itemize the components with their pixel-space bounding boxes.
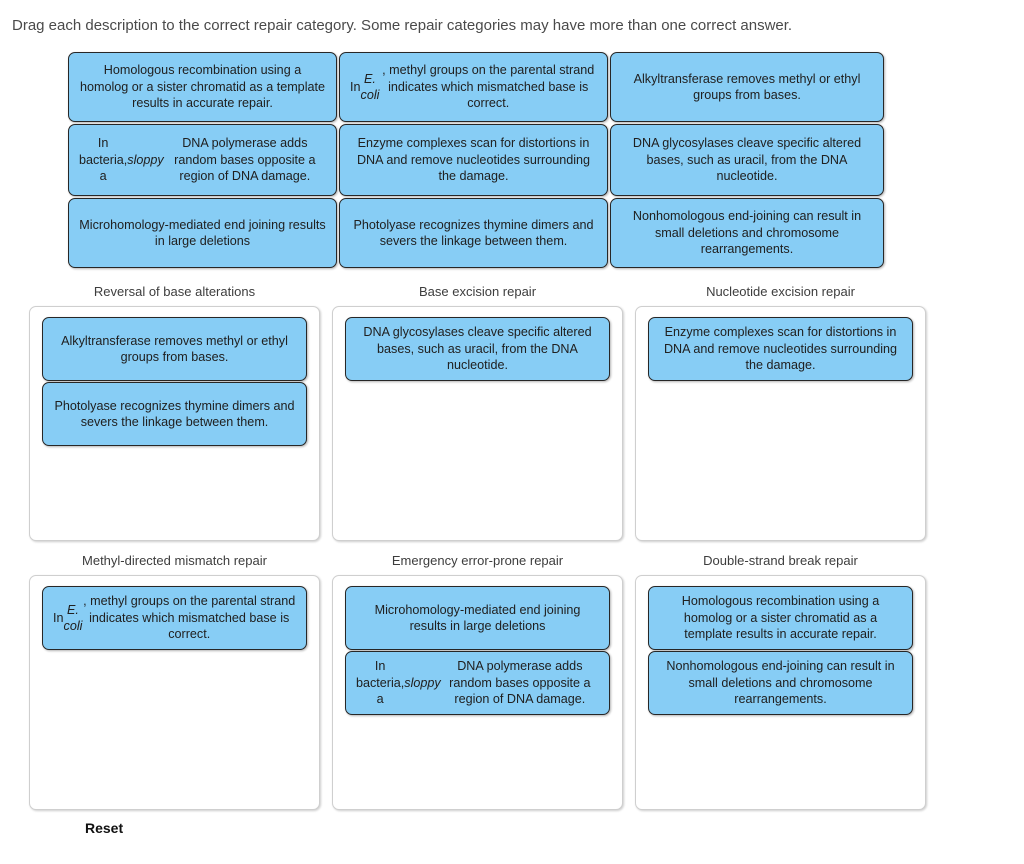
dropped-card-homologous-recombination[interactable]: Homologous recombination using a homolog… <box>648 586 913 650</box>
zone-label-reversal-of-base-alterations: Reversal of base alterations <box>93 284 256 299</box>
zone-column-methyl-directed-mismatch-repair: Methyl-directed mismatch repair In E. col… <box>29 552 320 810</box>
zone-label-double-strand-break-repair: Double-strand break repair <box>703 553 858 568</box>
zone-label-base-excision-repair: Base excision repair <box>418 284 537 299</box>
bank-card-sloppy-dna-polymerase[interactable]: In bacteria, a sloppy DNA polymerase add… <box>68 124 337 196</box>
zone-label-nucleotide-excision-repair: Nucleotide excision repair <box>706 284 855 299</box>
bank-card-microhomology-mediated[interactable]: Microhomology-mediated end joining resul… <box>68 198 337 268</box>
dropped-card-photolyase[interactable]: Photolyase recognizes thymine dimers and… <box>42 382 307 446</box>
bank-card-ecoli-methyl-groups[interactable]: In E. coli, methyl groups on the parenta… <box>339 52 608 122</box>
dropped-card-nonhomologous-end-joining[interactable]: Nonhomologous end-joining can result in … <box>648 651 913 715</box>
drop-zone-reversal-of-base-alterations[interactable]: Alkyltransferase removes methyl or ethyl… <box>29 306 320 541</box>
reset-button[interactable]: Reset <box>85 820 124 836</box>
dropped-card-ecoli-methyl-groups[interactable]: In E. coli, methyl groups on the parenta… <box>42 586 307 650</box>
drop-zone-methyl-directed-mismatch-repair[interactable]: In E. coli, methyl groups on the parenta… <box>29 575 320 810</box>
drop-zone-double-strand-break-repair[interactable]: Homologous recombination using a homolog… <box>635 575 926 810</box>
drop-zone-nucleotide-excision-repair[interactable]: Enzyme complexes scan for distortions in… <box>635 306 926 541</box>
dropped-card-dna-glycosylases[interactable]: DNA glycosylases cleave specific altered… <box>345 317 610 381</box>
drop-zone-row-2: Methyl-directed mismatch repair In E. col… <box>29 552 926 810</box>
bank-card-homologous-recombination[interactable]: Homologous recombination using a homolog… <box>68 52 337 122</box>
dropped-card-sloppy-dna-polymerase[interactable]: In bacteria, a sloppy DNA polymerase add… <box>345 651 610 715</box>
bank-card-alkyltransferase[interactable]: Alkyltransferase removes methyl or ethyl… <box>610 52 884 122</box>
source-card-bank: Homologous recombination using a homolog… <box>68 52 884 272</box>
dropped-card-alkyltransferase[interactable]: Alkyltransferase removes methyl or ethyl… <box>42 317 307 381</box>
drop-zone-emergency-error-prone-repair[interactable]: Microhomology-mediated end joining resul… <box>332 575 623 810</box>
instruction-text: Drag each description to the correct rep… <box>12 17 793 34</box>
dropped-card-enzyme-complexes-scan[interactable]: Enzyme complexes scan for distortions in… <box>648 317 913 381</box>
bank-card-photolyase[interactable]: Photolyase recognizes thymine dimers and… <box>339 198 608 268</box>
bank-card-nonhomologous-end-joining[interactable]: Nonhomologous end-joining can result in … <box>610 198 884 268</box>
zone-label-methyl-directed-mismatch-repair: Methyl-directed mismatch repair <box>82 553 267 568</box>
dropped-card-microhomology-mediated[interactable]: Microhomology-mediated end joining resul… <box>345 586 610 650</box>
bank-card-dna-glycosylases[interactable]: DNA glycosylases cleave specific altered… <box>610 124 884 196</box>
zone-label-emergency-error-prone-repair: Emergency error-prone repair <box>391 553 564 568</box>
drop-zone-base-excision-repair[interactable]: DNA glycosylases cleave specific altered… <box>332 306 623 541</box>
bank-card-enzyme-complexes-scan[interactable]: Enzyme complexes scan for distortions in… <box>339 124 608 196</box>
